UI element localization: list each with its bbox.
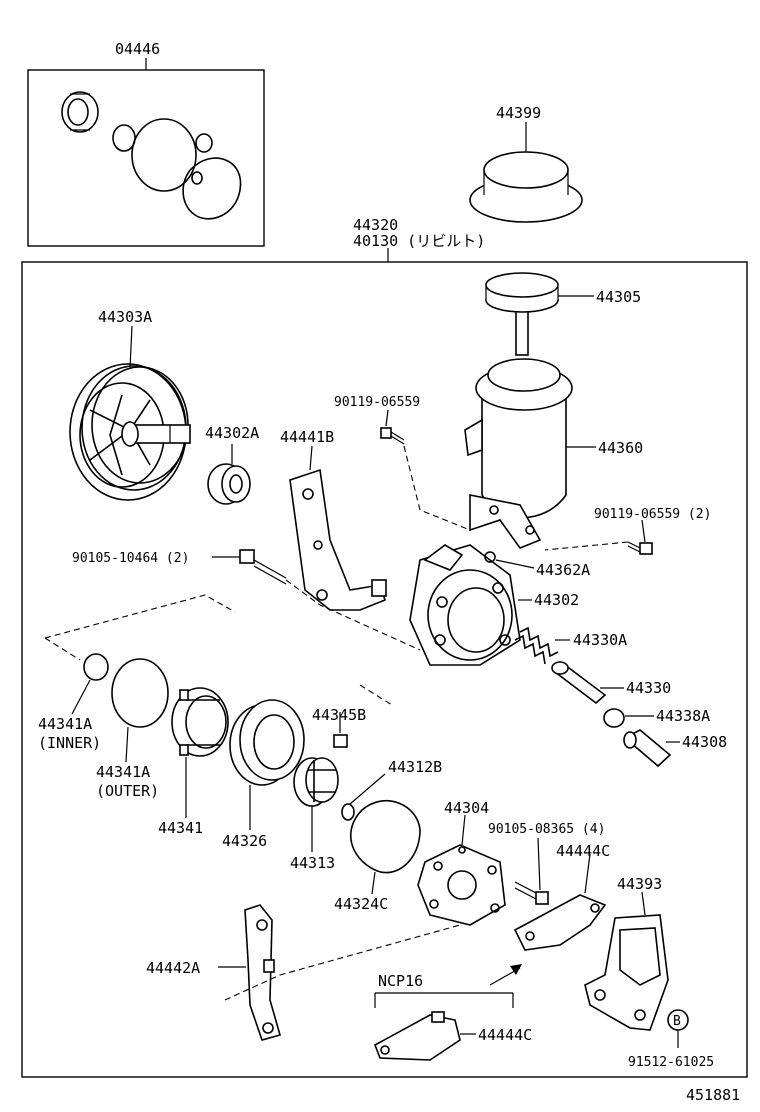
callout-44441B: 44441B [280, 428, 334, 446]
part-44324C-gasket[interactable] [349, 799, 421, 874]
callout-44341A-inner-note: (INNER) [38, 734, 101, 752]
part-44341-side-plate[interactable] [171, 687, 229, 757]
part-44304-rear-housing[interactable] [417, 844, 506, 926]
part-44399-cap[interactable] [469, 151, 583, 223]
callout-44308: 44308 [682, 733, 727, 751]
callout-44302: 44302 [534, 591, 579, 609]
part-44330-valve[interactable] [551, 661, 607, 705]
kit-small-oring[interactable] [112, 124, 136, 152]
callout-91512-61025: 91512-61025 [628, 1055, 714, 1070]
kit-gasket[interactable] [182, 157, 242, 220]
kit-tiny-oring[interactable] [195, 133, 213, 153]
callout-44312B: 44312B [388, 758, 442, 776]
callout-44330A: 44330A [573, 631, 627, 649]
callout-44330: 44330 [626, 679, 671, 697]
bolt-90105-10464[interactable] [239, 549, 287, 585]
callout-44442A: 44442A [146, 959, 200, 977]
bolt-90119-06559-2[interactable] [627, 541, 653, 555]
ncp16-arrow [489, 964, 522, 986]
assembly-label-40130: 40130 (リビルト) [353, 232, 485, 250]
bolt-90105-08365[interactable] [514, 881, 549, 905]
part-44362A-oring[interactable] [484, 551, 496, 563]
part-44393-gasket[interactable] [584, 914, 669, 1031]
part-44360-reservoir[interactable] [464, 358, 573, 549]
assembly-frame [21, 261, 748, 1078]
part-44302A-bearing[interactable] [207, 463, 251, 505]
part-44326-cam-ring[interactable] [229, 699, 305, 786]
callout-90119-06559-2: 90119-06559 (2) [594, 507, 711, 522]
part-44308-fitting[interactable] [623, 729, 672, 768]
callout-44305: 44305 [596, 288, 641, 306]
variant-label-ncp16: NCP16 [378, 972, 423, 990]
callout-44393: 44393 [617, 875, 662, 893]
part-44305-reservoir-cap[interactable] [485, 272, 559, 356]
part-44302-pump-body[interactable] [409, 544, 521, 666]
part-44338A-oring[interactable] [603, 708, 625, 728]
callout-44341: 44341 [158, 819, 203, 837]
kit-label: 04446 [115, 40, 160, 58]
bolt-90119-06559[interactable] [380, 427, 405, 445]
callout-44444C: 44444C [556, 842, 610, 860]
part-44341A-outer-oring[interactable] [111, 658, 169, 728]
callout-44399: 44399 [496, 104, 541, 122]
part-44313-rotor[interactable] [293, 757, 339, 807]
callout-90105-08365: 90105-08365 (4) [488, 822, 605, 837]
part-44441B-bracket[interactable] [289, 468, 387, 611]
callout-44341A-outer-note: (OUTER) [96, 782, 159, 800]
callout-44345B: 44345B [312, 706, 366, 724]
callout-44324C: 44324C [334, 895, 388, 913]
callout-44341A-outer: 44341A [96, 763, 150, 781]
kit-large-oring[interactable] [131, 118, 197, 192]
callout-90105-10464: 90105-10464 (2) [72, 551, 189, 566]
callout-44341A-inner: 44341A [38, 715, 92, 733]
part-44444C-stay-ncp16[interactable] [374, 1011, 461, 1061]
callout-44326: 44326 [222, 832, 267, 850]
callout-44444C-ncp16: 44444C [478, 1026, 532, 1044]
part-44330A-spring[interactable] [514, 626, 559, 665]
part-44341A-inner-oring[interactable] [83, 653, 109, 681]
callout-44338A: 44338A [656, 707, 710, 725]
part-44312B-snap-ring[interactable] [341, 803, 355, 821]
part-44442A-stay[interactable] [244, 904, 281, 1041]
part-44303A-pulley[interactable] [69, 363, 191, 501]
part-44345B-vane[interactable] [333, 734, 348, 748]
assembly-label-44320: 44320 [353, 216, 398, 234]
callout-44313: 44313 [290, 854, 335, 872]
callout-44304: 44304 [444, 799, 489, 817]
marker-b-letter: B [673, 1014, 681, 1029]
part-44444C-stay[interactable] [513, 894, 607, 951]
kit-bearing[interactable] [61, 91, 99, 133]
seal-kit-frame [27, 69, 265, 247]
callout-44302A: 44302A [205, 424, 259, 442]
callout-44362A: 44362A [536, 561, 590, 579]
figure-number: 451881 [686, 1086, 740, 1104]
callout-44303A: 44303A [98, 308, 152, 326]
reference-marker-b: B [667, 1009, 689, 1031]
callout-90119-06559: 90119-06559 [334, 395, 420, 410]
callout-44360: 44360 [598, 439, 643, 457]
